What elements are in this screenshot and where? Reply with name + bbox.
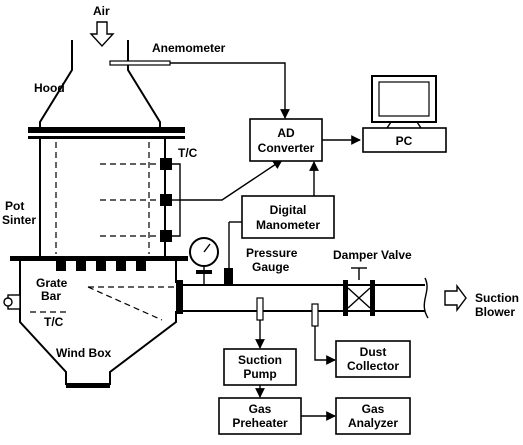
gas-analyzer-box <box>335 397 411 435</box>
grate-bars <box>56 261 146 271</box>
wind-box <box>19 261 177 388</box>
tc-signal-line <box>180 159 283 201</box>
thermocouples <box>100 158 181 242</box>
air-inlet-arrow <box>89 21 115 48</box>
digital-manometer-box <box>241 195 335 239</box>
outlet-arrow <box>444 283 467 313</box>
dust-collector-box <box>335 340 411 378</box>
top-flange <box>28 127 185 133</box>
grate-label: Grate <box>36 276 68 290</box>
anemometer-signal-line <box>170 62 290 119</box>
damper-valve <box>343 267 375 316</box>
side-port <box>3 294 21 310</box>
pc-computer <box>362 75 447 153</box>
dust-feed-line <box>314 326 336 365</box>
damper-valve-label: Damper Valve <box>333 248 412 262</box>
anemometer-probe <box>109 60 171 66</box>
digital-manometer-line2: Manometer <box>256 218 320 232</box>
gas-preheater-box <box>218 397 302 435</box>
suction-pump-line1: Suction <box>238 353 282 367</box>
gauge-label: Gauge <box>252 260 290 274</box>
gas-preheater-line1: Gas <box>249 402 272 416</box>
ad-converter-line1: AD <box>277 126 295 140</box>
pot-sinter <box>39 139 166 258</box>
gas-analyzer-line2: Analyzer <box>348 416 398 430</box>
main-duct <box>176 277 429 319</box>
suction-blower-label-1: Suction <box>475 291 519 305</box>
tc-top-label: T/C <box>178 146 198 160</box>
air-label: Air <box>93 4 110 18</box>
gas-analyzer-line1: Gas <box>362 402 385 416</box>
pressure-gauge <box>189 237 219 285</box>
pc-label: PC <box>396 134 413 148</box>
sinter-label: Sinter <box>2 213 36 227</box>
tc-bottom-label: T/C <box>44 315 64 329</box>
suction-pump-box <box>223 348 297 386</box>
dust-collector-line1: Dust <box>360 345 387 359</box>
hood-label: Hood <box>34 81 65 95</box>
pressure-label: Pressure <box>246 246 298 260</box>
grate-flange <box>10 256 188 261</box>
hood <box>39 40 161 127</box>
gas-preheater-line2: Preheater <box>232 416 288 430</box>
wind-box-label: Wind Box <box>56 346 112 360</box>
ad-converter-line2: Converter <box>258 141 315 155</box>
top-flange-lower <box>28 136 185 139</box>
pot-label: Pot <box>5 199 24 213</box>
dust-collector-line2: Collector <box>347 359 399 373</box>
duct-probes <box>256 297 319 327</box>
anemometer-label: Anemometer <box>152 41 226 55</box>
suction-pump-line2: Pump <box>243 367 276 381</box>
bar-label: Bar <box>41 289 61 303</box>
manometer-tap <box>224 221 242 285</box>
suction-blower-label-2: Blower <box>475 305 515 319</box>
digital-manometer-line1: Digital <box>270 203 307 217</box>
